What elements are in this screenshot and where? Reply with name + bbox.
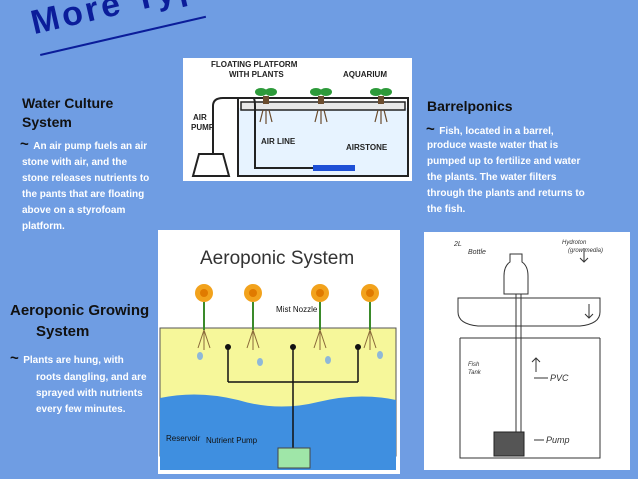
- flower-2: [244, 284, 262, 350]
- water-culture-diagram: FLOATING PLATFORM WITH PLANTS AQUARIUM A…: [183, 58, 412, 181]
- flower-4: [361, 284, 379, 350]
- barrelponics-heading: Barrelponics: [427, 98, 513, 114]
- nozzle-3: [355, 344, 361, 350]
- reservoir-water: [160, 394, 396, 470]
- label-airstone: AIRSTONE: [346, 143, 388, 152]
- label-fish: Fish: [468, 362, 480, 368]
- label-air: AIR: [193, 113, 207, 122]
- water-culture-line4: the pants that are floating: [22, 189, 145, 200]
- barrel-outline: [459, 338, 601, 459]
- aeroponic-line3: sprayed with nutrients: [36, 388, 143, 399]
- nozzle-1: [225, 344, 231, 350]
- pump-block: [493, 431, 525, 457]
- aeroponic-diagram-title: Aeroponic System: [200, 248, 354, 269]
- bottle-outline: [503, 253, 529, 295]
- mist-pipes: [227, 347, 359, 448]
- plant-2: [310, 88, 332, 124]
- label-tank: Tank: [468, 370, 482, 376]
- barrelponics-line4: the plants. The water filters: [427, 172, 557, 183]
- label-aquarium: AQUARIUM: [343, 70, 387, 79]
- air-pump: [191, 153, 231, 177]
- nozzle-2: [290, 344, 296, 350]
- flower-1: [195, 284, 213, 350]
- water-culture-line1: An air pump fuels an air: [33, 141, 148, 152]
- airstone: [313, 165, 355, 171]
- mist-droplets: [197, 351, 383, 366]
- water-culture-heading-line1: Water Culture: [22, 95, 114, 111]
- water-culture-heading-line2: System: [22, 114, 72, 130]
- label-mist-nozzle: Mist Nozzle: [276, 305, 318, 314]
- aeroponic-line2: roots dangling, and are: [36, 372, 147, 383]
- water-culture-line6: platform.: [22, 221, 65, 232]
- water-culture-diagram-svg: FLOATING PLATFORM WITH PLANTS AQUARIUM A…: [191, 60, 409, 177]
- aeroponic-line1: Plants are hung, with: [23, 355, 124, 366]
- plant-1: [255, 88, 277, 124]
- barrelponics-line2: produce waste water that is: [427, 140, 559, 151]
- barrelponics-line5: through the plants and returns to: [427, 188, 585, 199]
- label-air-line: AIR LINE: [261, 137, 296, 146]
- aquarium-water: [239, 108, 407, 175]
- water-culture-line3: stone releases nutrients to: [22, 173, 150, 184]
- plant-3: [370, 88, 392, 124]
- label-hydroton: Hydroton: [562, 240, 587, 246]
- water-culture-line5: above on a styrofoam: [22, 205, 126, 216]
- label-nutrient-pump: Nutrient Pump: [206, 436, 258, 445]
- barrelponics-tilde: ~: [426, 121, 435, 138]
- barrelponics-description: ~ Fish, located in a barrel,: [426, 121, 636, 140]
- label-pvc: PVC: [550, 373, 569, 383]
- water-culture-line2: stone with air, and the: [22, 157, 128, 168]
- aeroponic-heading-line1: Aeroponic Growing: [10, 302, 150, 319]
- aeroponic-diagram: Aeroponic System: [158, 230, 400, 474]
- aeroponic-description: ~ Plants are hung, with: [10, 350, 124, 369]
- water-culture-tilde: ~: [20, 136, 29, 153]
- label-pump: Pump: [546, 435, 570, 445]
- aeroponic-heading-line2: System: [36, 323, 90, 340]
- label-pump: PUMP: [191, 123, 215, 132]
- label-with-plants: WITH PLANTS: [229, 70, 284, 79]
- barrelponics-sketch-svg: 2L Bottle Hydroton (grow media) Fish Tan…: [453, 240, 603, 459]
- label-bottle: Bottle: [468, 249, 486, 256]
- barrelponics-sketch: 2L Bottle Hydroton (grow media) Fish Tan…: [424, 232, 630, 470]
- label-grow-media: (grow media): [568, 248, 603, 254]
- air-line: [212, 97, 313, 169]
- arrow-pvc-up: [531, 357, 541, 372]
- barrelponics-line6: the fish.: [427, 204, 466, 215]
- water-culture-description: ~ An air pump fuels an air: [20, 136, 190, 155]
- barrelponics-line1: Fish, located in a barrel,: [439, 126, 554, 137]
- arrow-top-right: [579, 248, 589, 263]
- aeroponic-tilde: ~: [10, 350, 19, 367]
- label-2l: 2L: [453, 241, 462, 248]
- slide-title: More Types: [27, 0, 247, 43]
- nutrient-pump: [277, 447, 311, 469]
- label-floating-platform: FLOATING PLATFORM: [211, 60, 298, 69]
- grow-bed-outline: [457, 297, 601, 327]
- flower-3: [311, 284, 329, 350]
- barrelponics-line3: pumped up to fertilize and water: [427, 156, 581, 167]
- aeroponic-diagram-svg: Aeroponic System: [159, 248, 397, 470]
- arrow-grow-bed: [584, 304, 594, 319]
- aeroponic-line4: every few minutes.: [36, 404, 126, 415]
- label-reservoir: Reservoir: [166, 434, 201, 443]
